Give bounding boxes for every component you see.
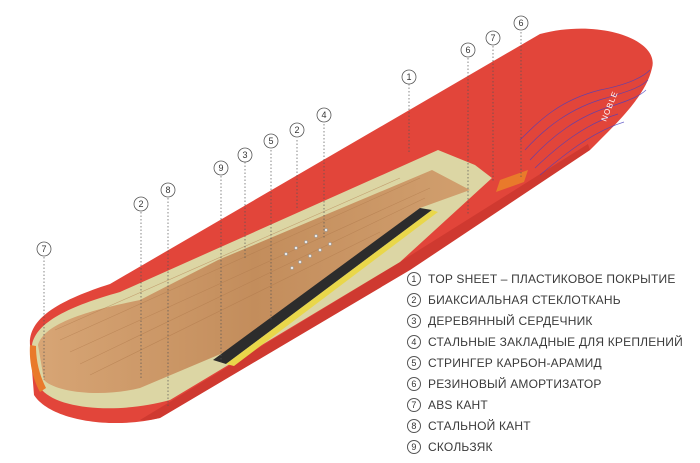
legend-item: 3 ДЕРЕВЯННЫЙ СЕРДЕЧНИК <box>407 310 697 331</box>
legend-number: 4 <box>407 334 421 349</box>
callout-number: 9 <box>218 163 223 173</box>
legend-item: 4 СТАЛЬНЫЕ ЗАКЛАДНЫЕ ДЛЯ КРЕПЛЕНИЙ <box>407 331 697 352</box>
callout-circle <box>289 122 305 138</box>
topo-pattern <box>519 69 651 176</box>
legend-label: СТАЛЬНЫЕ ЗАКЛАДНЫЕ ДЛЯ КРЕПЛЕНИЙ <box>428 334 683 349</box>
legend-number: 2 <box>407 292 421 307</box>
legend-item: 6 РЕЗИНОВЫЙ АМОРТИЗАТОР <box>407 373 697 394</box>
legend-number: 8 <box>407 418 421 433</box>
callout-circle <box>485 30 501 46</box>
legend-label: TOP SHEET – ПЛАСТИКОВОЕ ПОКРЫТИЕ <box>428 271 676 286</box>
callout-number: 1 <box>406 72 411 82</box>
callout-circle <box>401 69 417 85</box>
callout-number: 2 <box>138 199 143 209</box>
legend-number: 9 <box>407 439 421 454</box>
legend-item: 9 СКОЛЬЗЯК <box>407 436 697 457</box>
callout-number: 2 <box>294 125 299 135</box>
wood-core-layer <box>38 170 470 394</box>
top-sheet-edge <box>140 144 590 421</box>
legend-item: 2 БИАКСИАЛЬНАЯ СТЕКЛОТКАНЬ <box>407 289 697 310</box>
legend-number: 7 <box>407 397 421 412</box>
abs-edge-nose <box>29 345 46 392</box>
callout-circle <box>263 133 279 149</box>
callout-circle <box>237 147 253 163</box>
callout-number: 8 <box>165 185 170 195</box>
legend-item: 5 СТРИНГЕР КАРБОН-АРАМИД <box>407 352 697 373</box>
callout-number: 6 <box>518 18 523 28</box>
legend-number: 1 <box>407 271 421 286</box>
callout-circle <box>213 160 229 176</box>
legend-number: 3 <box>407 313 421 328</box>
legend-label: СТРИНГЕР КАРБОН-АРАМИД <box>428 355 602 370</box>
leader-lines <box>43 32 522 408</box>
callout-circle <box>316 107 332 123</box>
legend-label: ДЕРЕВЯННЫЙ СЕРДЕЧНИК <box>428 313 593 328</box>
legend-label: ABS КАНТ <box>428 397 488 412</box>
callout-circle <box>36 241 52 257</box>
callout-circle <box>133 196 149 212</box>
callout-group: 1 2 3 4 5 6 7 8 9 2 7 6 <box>36 15 529 257</box>
abs-edge-tail <box>496 170 528 192</box>
stringer-yellow <box>226 210 438 366</box>
callout-circle <box>160 182 176 198</box>
callout-number: 6 <box>465 45 470 55</box>
callout-number: 4 <box>321 110 326 120</box>
legend: 1 TOP SHEET – ПЛАСТИКОВОЕ ПОКРЫТИЕ 2 БИАКСИ… <box>407 268 697 457</box>
legend-label: РЕЗИНОВЫЙ АМОРТИЗАТОР <box>428 376 602 391</box>
callout-circle <box>460 42 476 58</box>
stringer-strip <box>213 208 432 364</box>
legend-label: СКОЛЬЗЯК <box>428 439 493 454</box>
callout-number: 7 <box>490 33 495 43</box>
callout-number: 7 <box>41 244 46 254</box>
legend-item: 1 TOP SHEET – ПЛАСТИКОВОЕ ПОКРЫТИЕ <box>407 268 697 289</box>
wood-grain <box>54 177 431 376</box>
legend-number: 5 <box>407 355 421 370</box>
callout-number: 3 <box>242 150 247 160</box>
callout-circle <box>513 15 529 31</box>
legend-label: СТАЛЬНОЙ КАНТ <box>428 418 531 433</box>
legend-number: 6 <box>407 376 421 391</box>
legend-label: БИАКСИАЛЬНАЯ СТЕКЛОТКАНЬ <box>428 292 621 307</box>
legend-item: 8 СТАЛЬНОЙ КАНТ <box>407 415 697 436</box>
insert-dots <box>284 228 332 270</box>
callout-number: 5 <box>268 136 273 146</box>
legend-item: 7 ABS КАНТ <box>407 394 697 415</box>
